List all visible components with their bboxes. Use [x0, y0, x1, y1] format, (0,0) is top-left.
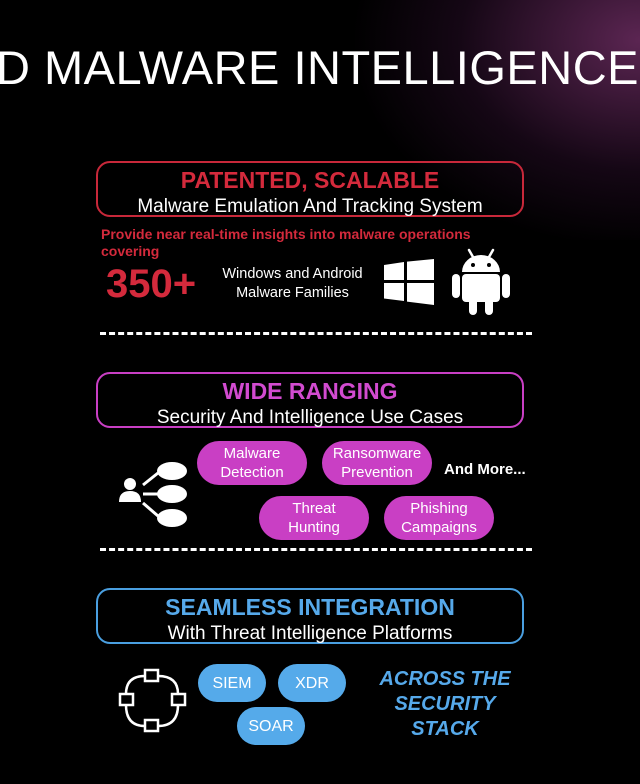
families-label: Windows and Android Malware Families [210, 265, 375, 303]
siem-pill: SIEM [198, 664, 266, 702]
windows-icon [384, 259, 434, 305]
section-divider [100, 332, 532, 335]
pill-line-1: Malware [223, 445, 281, 462]
card-subtitle: With Threat Intelligence Platforms [167, 623, 453, 644]
pill-line-1: Phishing [410, 500, 468, 517]
card-title: WIDE RANGING [222, 378, 398, 404]
card-title: SEAMLESS INTEGRATION [165, 594, 455, 620]
pill-line-2: Prevention [341, 464, 413, 481]
soar-pill: SOAR [237, 707, 305, 745]
card-subtitle: Malware Emulation And Tracking System [137, 196, 483, 217]
pill-line-1: Ransomware [332, 445, 422, 462]
user-network-icon [119, 462, 187, 527]
insight-text: Provide near real-time insights into mal… [101, 226, 471, 259]
patented-scalable-card: PATENTED, SCALABLE Malware Emulation And… [96, 161, 524, 217]
across-line-3: STACK [411, 718, 479, 740]
page-heading: D MALWARE INTELLIGENCE [0, 41, 639, 94]
families-line-2: Malware Families [236, 285, 349, 301]
pill-line-1: Threat [292, 500, 336, 517]
card-subtitle: Security And Intelligence Use Cases [156, 407, 464, 428]
section-divider [100, 548, 532, 551]
pill-line-2: Hunting [288, 519, 340, 536]
pill-line-2: Detection [220, 464, 284, 481]
and-more-text: And More... [444, 461, 526, 478]
families-line-1: Windows and Android [222, 266, 363, 282]
xdr-pill: XDR [278, 664, 346, 702]
android-icon [452, 248, 510, 315]
seamless-integration-card: SEAMLESS INTEGRATION With Threat Intelli… [96, 588, 524, 644]
card-title: PATENTED, SCALABLE [180, 167, 440, 193]
across-line-1: ACROSS THE [379, 668, 511, 690]
background-panel [533, 240, 640, 784]
wide-ranging-card: WIDE RANGING Security And Intelligence U… [96, 372, 524, 428]
integration-network-icon [118, 668, 187, 733]
pill-line-2: Campaigns [401, 519, 477, 536]
across-line-2: SECURITY [394, 693, 496, 715]
family-count: 350+ [106, 262, 197, 306]
across-security-stack-text: ACROSS THE SECURITY STACK [372, 667, 518, 742]
